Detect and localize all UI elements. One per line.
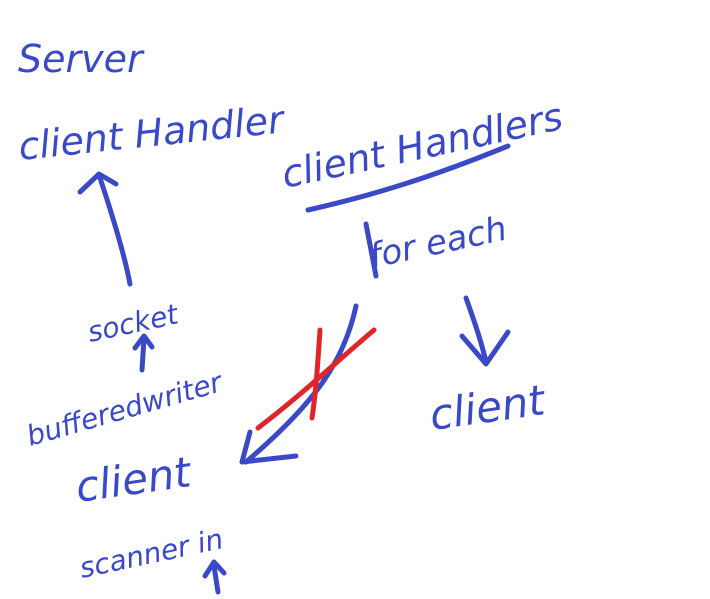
label-for-each: for each [366,209,511,277]
arrow-to-client-left [239,303,359,465]
arrow-from-scanner [202,559,227,595]
label-client-handler: client Handler [16,97,288,169]
for-each-tick [363,221,379,279]
label-client-right: client [427,375,550,440]
arrow-to-client-handler [77,171,133,287]
handlers-underline [305,143,511,213]
cross-out-mark [255,327,377,431]
label-client-handlers: client Handlers [278,94,567,196]
arrow-to-socket [132,333,155,373]
arrow-to-client-right [459,295,511,367]
label-client-left: client [73,447,196,512]
label-buffered-writer: bufferedwriter [23,365,227,453]
label-server: Server [18,37,145,81]
label-socket: socket [85,297,182,349]
